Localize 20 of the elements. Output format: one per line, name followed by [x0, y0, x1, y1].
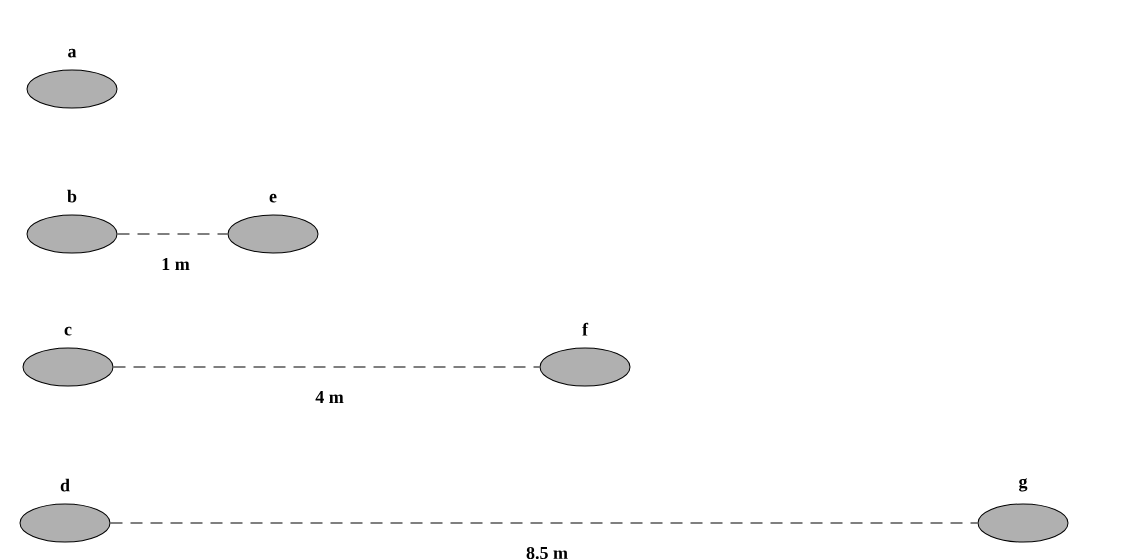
ellipse-node: b — [26, 189, 118, 254]
node-label: a — [68, 48, 77, 58]
dashed-line — [110, 522, 978, 524]
ellipse-node: e — [227, 193, 319, 254]
ellipse-node: g — [977, 478, 1069, 543]
edge-label: 4 m — [315, 391, 344, 403]
dashed-line — [113, 366, 540, 368]
ellipse-node: f — [539, 322, 631, 387]
node-label: e — [269, 193, 277, 203]
node-label: d — [60, 478, 70, 492]
ellipse-node: a — [26, 48, 118, 109]
node-label: f — [582, 322, 589, 336]
ellipse-node: c — [22, 326, 114, 387]
edge-label: 1 m — [162, 258, 190, 270]
node-label: c — [64, 326, 72, 336]
ellipse-node: d — [19, 478, 111, 543]
edge-label: 8.5 m — [526, 546, 568, 560]
node-label: b — [67, 189, 77, 203]
dashed-line — [117, 233, 228, 235]
node-label: g — [1018, 478, 1028, 492]
